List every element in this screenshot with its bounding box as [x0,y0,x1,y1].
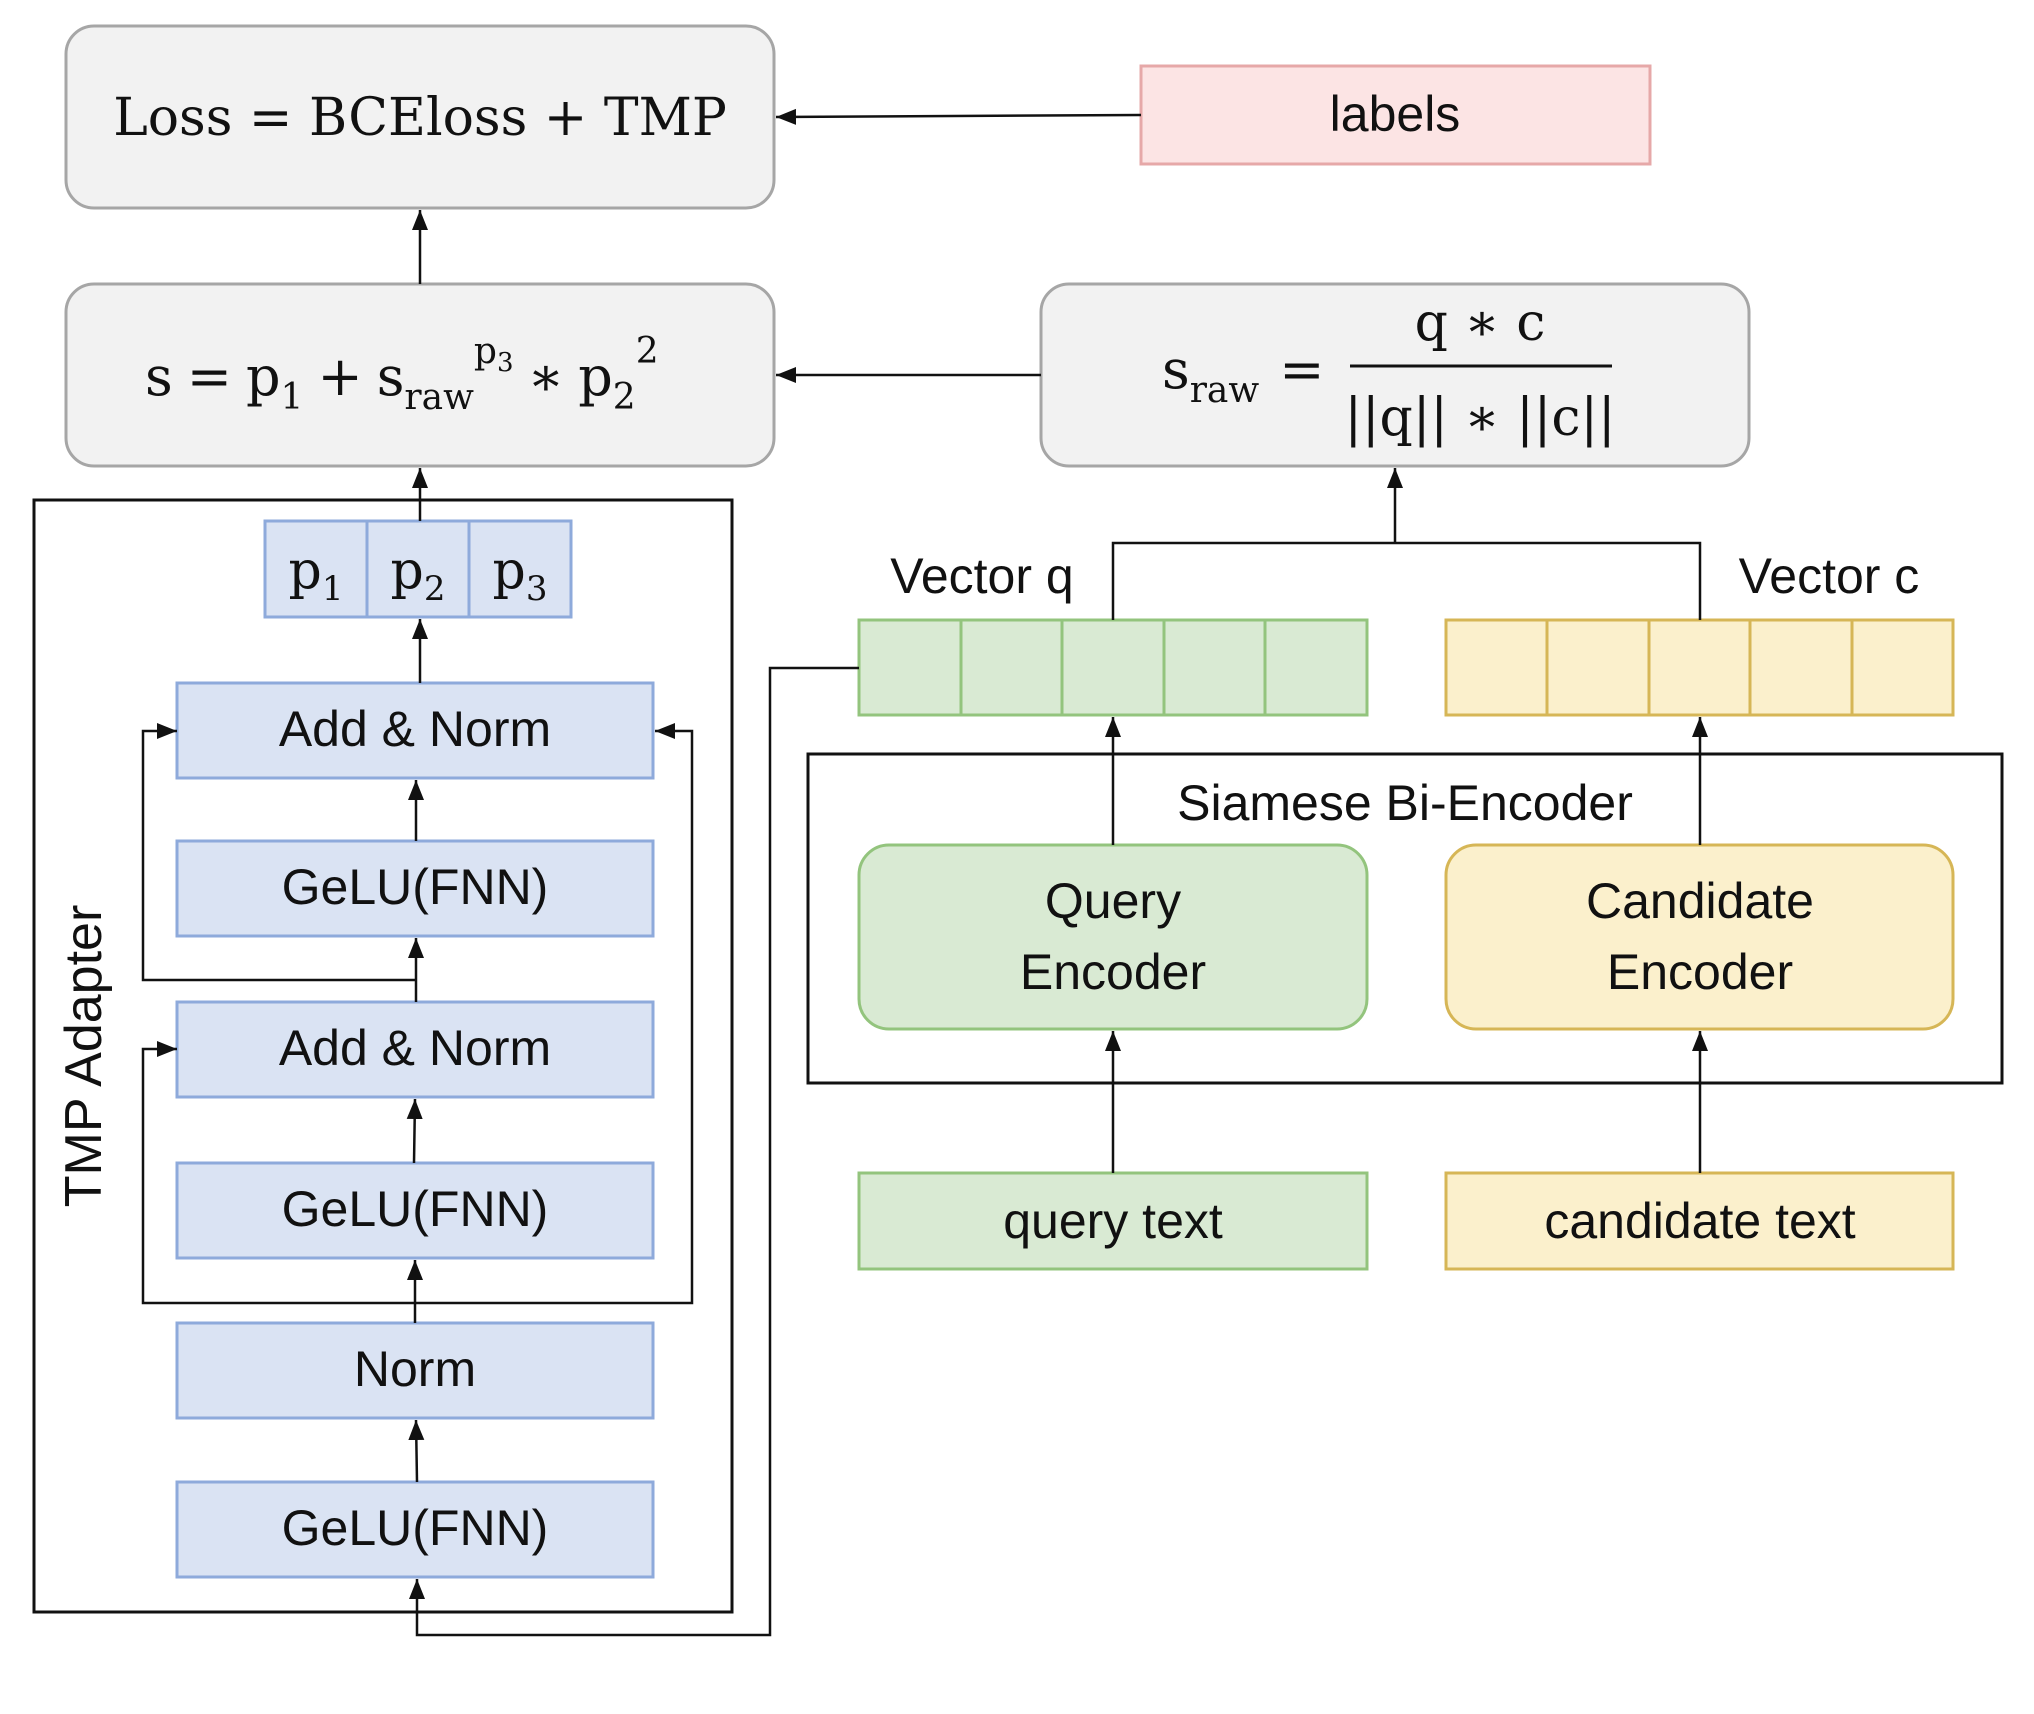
tmp-adapter: TMP Adapter [32,498,734,1614]
vector-c-label: Vector c [1739,548,1920,604]
residual-inner [141,723,416,982]
sraw-lhs: sraw= [1162,338,1324,411]
vector-c: Vector c [1444,548,1955,717]
svg-text:Encoder: Encoder [1607,944,1793,1000]
svg-text:Encoder: Encoder [1020,944,1206,1000]
param-p1: p1 [289,541,344,609]
layer-gelu-3: GeLU(FNN) [175,1480,655,1579]
layer-norm: Norm [175,1321,655,1420]
svg-text:Query: Query [1045,873,1181,929]
residual-outer [414,723,694,1305]
svg-text:Norm: Norm [354,1341,476,1397]
query-encoder: Query Encoder [857,843,1369,1031]
param-p3: p3 [493,541,548,609]
query-text-input: query text [857,1171,1369,1271]
arrow-gelu2-to-addnorm2 [406,1098,423,1164]
residual-lower [141,1041,414,1305]
sraw-denominator: ||q|| ∗ ||c|| [1345,388,1616,448]
arrow-labels-to-loss [775,108,1142,125]
svg-text:query text: query text [1003,1193,1223,1249]
svg-text:GeLU(FNN): GeLU(FNN) [282,1500,549,1556]
candidate-encoder: Candidate Encoder [1444,843,1955,1031]
svg-text:GeLU(FNN): GeLU(FNN) [282,859,549,915]
vector-q-label: Vector q [890,548,1073,604]
candidate-text-input: candidate text [1444,1171,1955,1271]
score-formula: s=p1+srawp3∗p22 [145,331,659,418]
svg-text:Add & Norm: Add & Norm [279,1020,551,1076]
labels-box: labels [1139,64,1652,166]
layer-gelu-2: GeLU(FNN) [175,1161,655,1260]
sraw-numerator: q ∗ c [1415,293,1546,353]
arrow-gelu3-to-norm [408,1419,425,1483]
connectors [141,108,1708,1637]
labels-label: labels [1330,86,1461,142]
svg-text:candidate text: candidate text [1544,1193,1855,1249]
loss-box: Loss = BCEloss + TMP [64,24,776,210]
param-p2: p2 [391,541,446,609]
svg-text:GeLU(FNN): GeLU(FNN) [282,1181,549,1237]
siamese-bi-encoder: Siamese Bi-Encoder [806,752,2004,1085]
tmp-adapter-title: TMP Adapter [55,905,113,1208]
svg-text:Add & Norm: Add & Norm [279,701,551,757]
svg-text:Candidate: Candidate [1586,873,1814,929]
layer-gelu-1: GeLU(FNN) [175,839,655,938]
layer-add-norm-bottom: Add & Norm [175,1000,655,1099]
arrow-vectorq-to-adapter [409,666,859,1637]
vectors-merge-line [1111,541,1702,620]
loss-formula: Loss = BCEloss + TMP [113,88,727,148]
score-box: s=p1+srawp3∗p22 [64,282,776,468]
bi-encoder-title: Siamese Bi-Encoder [1177,775,1633,831]
layer-add-norm-top: Add & Norm [175,681,655,780]
sraw-box: sraw= q ∗ c ||q|| ∗ ||c|| [1039,282,1751,468]
param-cells: p1 p2 p3 [263,519,573,619]
